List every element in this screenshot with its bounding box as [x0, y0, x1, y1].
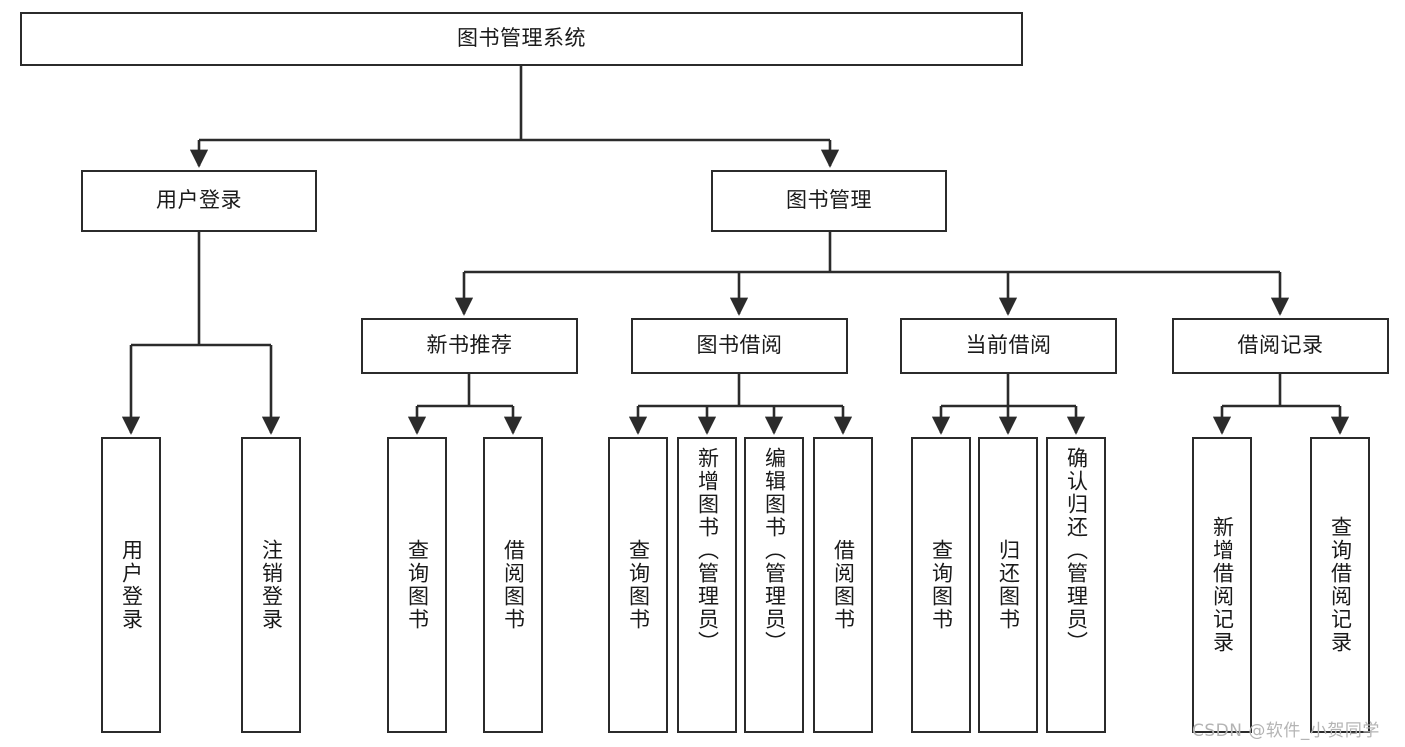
leaf-add-borrow-record[interactable]: 新增借阅记录 [1192, 437, 1252, 733]
node-label: 确认归还（管理员） [1064, 447, 1089, 654]
leaf-logout-login[interactable]: 注销登录 [241, 437, 301, 733]
node-label: 查询图书 [405, 539, 430, 631]
node-label: 借阅图书 [831, 539, 856, 631]
node-label: 借阅图书 [501, 539, 526, 631]
node-label: 图书管理系统 [457, 26, 586, 51]
node-label: 查询图书 [929, 539, 954, 631]
node-label: 查询借阅记录 [1328, 516, 1353, 654]
node-label: 用户登录 [156, 188, 242, 213]
leaf-add-book-admin[interactable]: 新增图书（管理员） [677, 437, 737, 733]
node-label: 注销登录 [259, 539, 284, 631]
leaf-borrow-book-recommend[interactable]: 借阅图书 [483, 437, 543, 733]
node-label: 借阅记录 [1237, 333, 1324, 358]
node-label: 新增图书（管理员） [695, 447, 720, 654]
leaf-borrow-book-borrow[interactable]: 借阅图书 [813, 437, 873, 733]
node-label: 查询图书 [626, 539, 651, 631]
node-book-manage[interactable]: 图书管理 [711, 170, 947, 232]
leaf-query-book-recommend[interactable]: 查询图书 [387, 437, 447, 733]
leaf-query-book-current[interactable]: 查询图书 [911, 437, 971, 733]
node-root-system[interactable]: 图书管理系统 [20, 12, 1023, 66]
node-label: 用户登录 [119, 539, 144, 631]
node-borrow-record[interactable]: 借阅记录 [1172, 318, 1389, 374]
csdn-watermark: CSDN @软件_小贺同学 [1192, 721, 1380, 741]
node-label: 归还图书 [996, 539, 1021, 631]
node-label: 图书借阅 [696, 333, 783, 358]
node-current-borrow[interactable]: 当前借阅 [900, 318, 1117, 374]
node-new-book-recommend[interactable]: 新书推荐 [361, 318, 578, 374]
leaf-query-book-borrow[interactable]: 查询图书 [608, 437, 668, 733]
node-label: 当前借阅 [965, 333, 1052, 358]
node-label: 新书推荐 [426, 333, 513, 358]
node-label: 编辑图书（管理员） [762, 447, 787, 654]
node-label: 图书管理 [786, 188, 872, 213]
leaf-edit-book-admin[interactable]: 编辑图书（管理员） [744, 437, 804, 733]
leaf-query-borrow-record[interactable]: 查询借阅记录 [1310, 437, 1370, 733]
leaf-confirm-return-admin[interactable]: 确认归还（管理员） [1046, 437, 1106, 733]
node-book-borrow[interactable]: 图书借阅 [631, 318, 848, 374]
leaf-return-book[interactable]: 归还图书 [978, 437, 1038, 733]
node-user-login[interactable]: 用户登录 [81, 170, 317, 232]
node-label: 新增借阅记录 [1210, 516, 1235, 654]
leaf-user-login[interactable]: 用户登录 [101, 437, 161, 733]
